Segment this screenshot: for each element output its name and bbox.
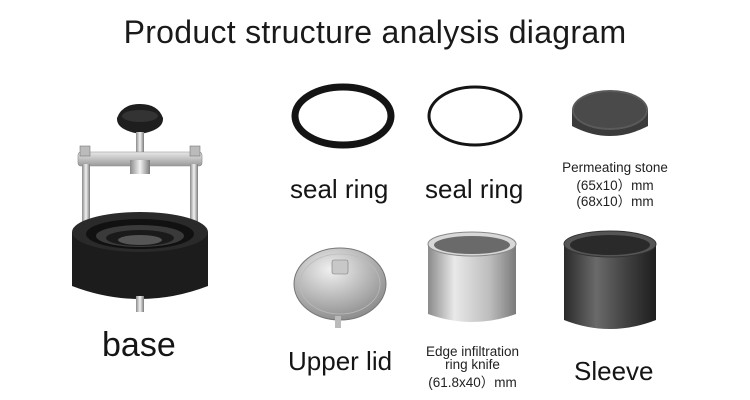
base-label: base bbox=[102, 326, 176, 364]
permeating-stone-image bbox=[572, 90, 648, 136]
upper-lid-label: Upper lid bbox=[288, 346, 393, 376]
upper-lid-image bbox=[293, 247, 387, 328]
stone-size-2: (68x10）mm bbox=[576, 194, 654, 209]
seal-ring-1-label: seal ring bbox=[290, 174, 389, 204]
sleeve-label: Sleeve bbox=[574, 356, 654, 386]
ring-knife-line1: Edge infiltration bbox=[425, 344, 520, 359]
base-image bbox=[72, 104, 208, 312]
ring-knife-line2: ring knife bbox=[445, 357, 500, 372]
ring-knife-label: Edge infiltration ring knife (61.8x40）mm bbox=[405, 344, 540, 390]
seal-ring-1-image bbox=[291, 83, 395, 149]
seal-ring-2-image bbox=[427, 85, 523, 147]
sleeve-image bbox=[563, 230, 657, 329]
page-title: Product structure analysis diagram bbox=[123, 14, 627, 50]
permeating-stone-label: Permeating stone (65x10）mm (68x10）mm bbox=[545, 160, 685, 209]
permeating-stone-name: Permeating stone bbox=[562, 160, 668, 175]
ring-knife-size: (61.8x40）mm bbox=[428, 375, 517, 390]
seal-ring-2-label: seal ring bbox=[425, 174, 524, 204]
ring-knife-image bbox=[427, 231, 517, 322]
stone-size-1: (65x10）mm bbox=[576, 178, 654, 193]
